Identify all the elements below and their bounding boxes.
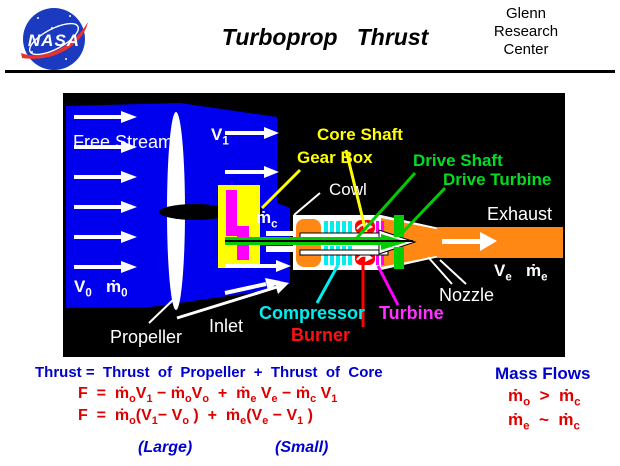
page-title: Turboprop Thrust xyxy=(221,24,429,50)
label-burner: Burner xyxy=(291,325,351,345)
label-v1: V1 xyxy=(211,125,229,148)
leader-lines xyxy=(148,149,467,327)
equation-f2: F = ṁo(V1− Vo ) + ṁe(Ve − V1 ) xyxy=(78,407,313,428)
label-mc: ṁc xyxy=(256,208,278,231)
label-exhaust: Exhaust xyxy=(487,204,553,224)
annotation-small: (Small) xyxy=(275,439,329,456)
label-v0-m0: V0 ṁ0 xyxy=(74,277,128,300)
label-compressor: Compressor xyxy=(259,303,366,323)
label-drive-shaft: Drive Shaft xyxy=(413,151,503,170)
compressor-leader xyxy=(315,264,340,304)
mass-flows-title: Mass Flows xyxy=(495,364,591,383)
drive-shaft-leader xyxy=(354,172,417,240)
turbine-blades xyxy=(376,221,384,265)
label-cowl: Cowl xyxy=(329,180,367,199)
drive-turbine-blades xyxy=(394,215,404,269)
header-rule xyxy=(5,70,615,73)
label-ve-me: Ve ṁe xyxy=(494,261,548,284)
label-core-shaft: Core Shaft xyxy=(317,125,403,144)
equation-f1: F = ṁoV1 − ṁoVo + ṁe Ve − ṁc V1 xyxy=(78,385,338,406)
inlet-arrows xyxy=(176,260,291,320)
engine-centerline xyxy=(225,240,413,242)
label-gear-box: Gear Box xyxy=(297,148,373,167)
nasa-logo: NASA xyxy=(21,8,88,70)
label-nozzle: Nozzle xyxy=(439,285,495,305)
v1-arrows xyxy=(225,127,279,178)
nozzle-leader-2 xyxy=(439,259,467,285)
label-propeller: Propeller xyxy=(110,327,183,347)
diagram-svg xyxy=(63,93,565,357)
equation-thrust-sum: Thrust = Thrust of Propeller + Thrust of… xyxy=(35,364,383,381)
propeller-leader xyxy=(148,298,175,324)
gear-box-leader xyxy=(260,168,302,210)
nozzle-leader-1 xyxy=(427,256,453,285)
nasa-logo-swoosh xyxy=(21,22,88,59)
nasa-logo-text: NASA xyxy=(28,31,80,50)
free-stream-arrows xyxy=(74,111,137,273)
label-inlet: Inlet xyxy=(209,316,244,336)
mass-flow-relation-1: ṁo > ṁc xyxy=(508,386,581,409)
nasa-logo-orbit xyxy=(29,22,79,56)
drive-turbine-leader xyxy=(401,186,447,234)
mass-flow-relation-2: ṁe ~ ṁc xyxy=(508,410,580,433)
shaft-sheath xyxy=(266,231,301,252)
turbine-leader xyxy=(376,265,400,306)
label-drive-turbine: Drive Turbine xyxy=(443,170,552,189)
cowl-leader xyxy=(293,192,321,216)
label-free-stream: Free Stream xyxy=(73,132,174,152)
core-shaft-leader xyxy=(344,149,368,233)
exhaust-arrow xyxy=(442,232,497,251)
org-name: Glenn Research Center xyxy=(493,5,559,58)
label-turbine: Turbine xyxy=(379,303,444,323)
annotation-large: (Large) xyxy=(138,439,193,456)
